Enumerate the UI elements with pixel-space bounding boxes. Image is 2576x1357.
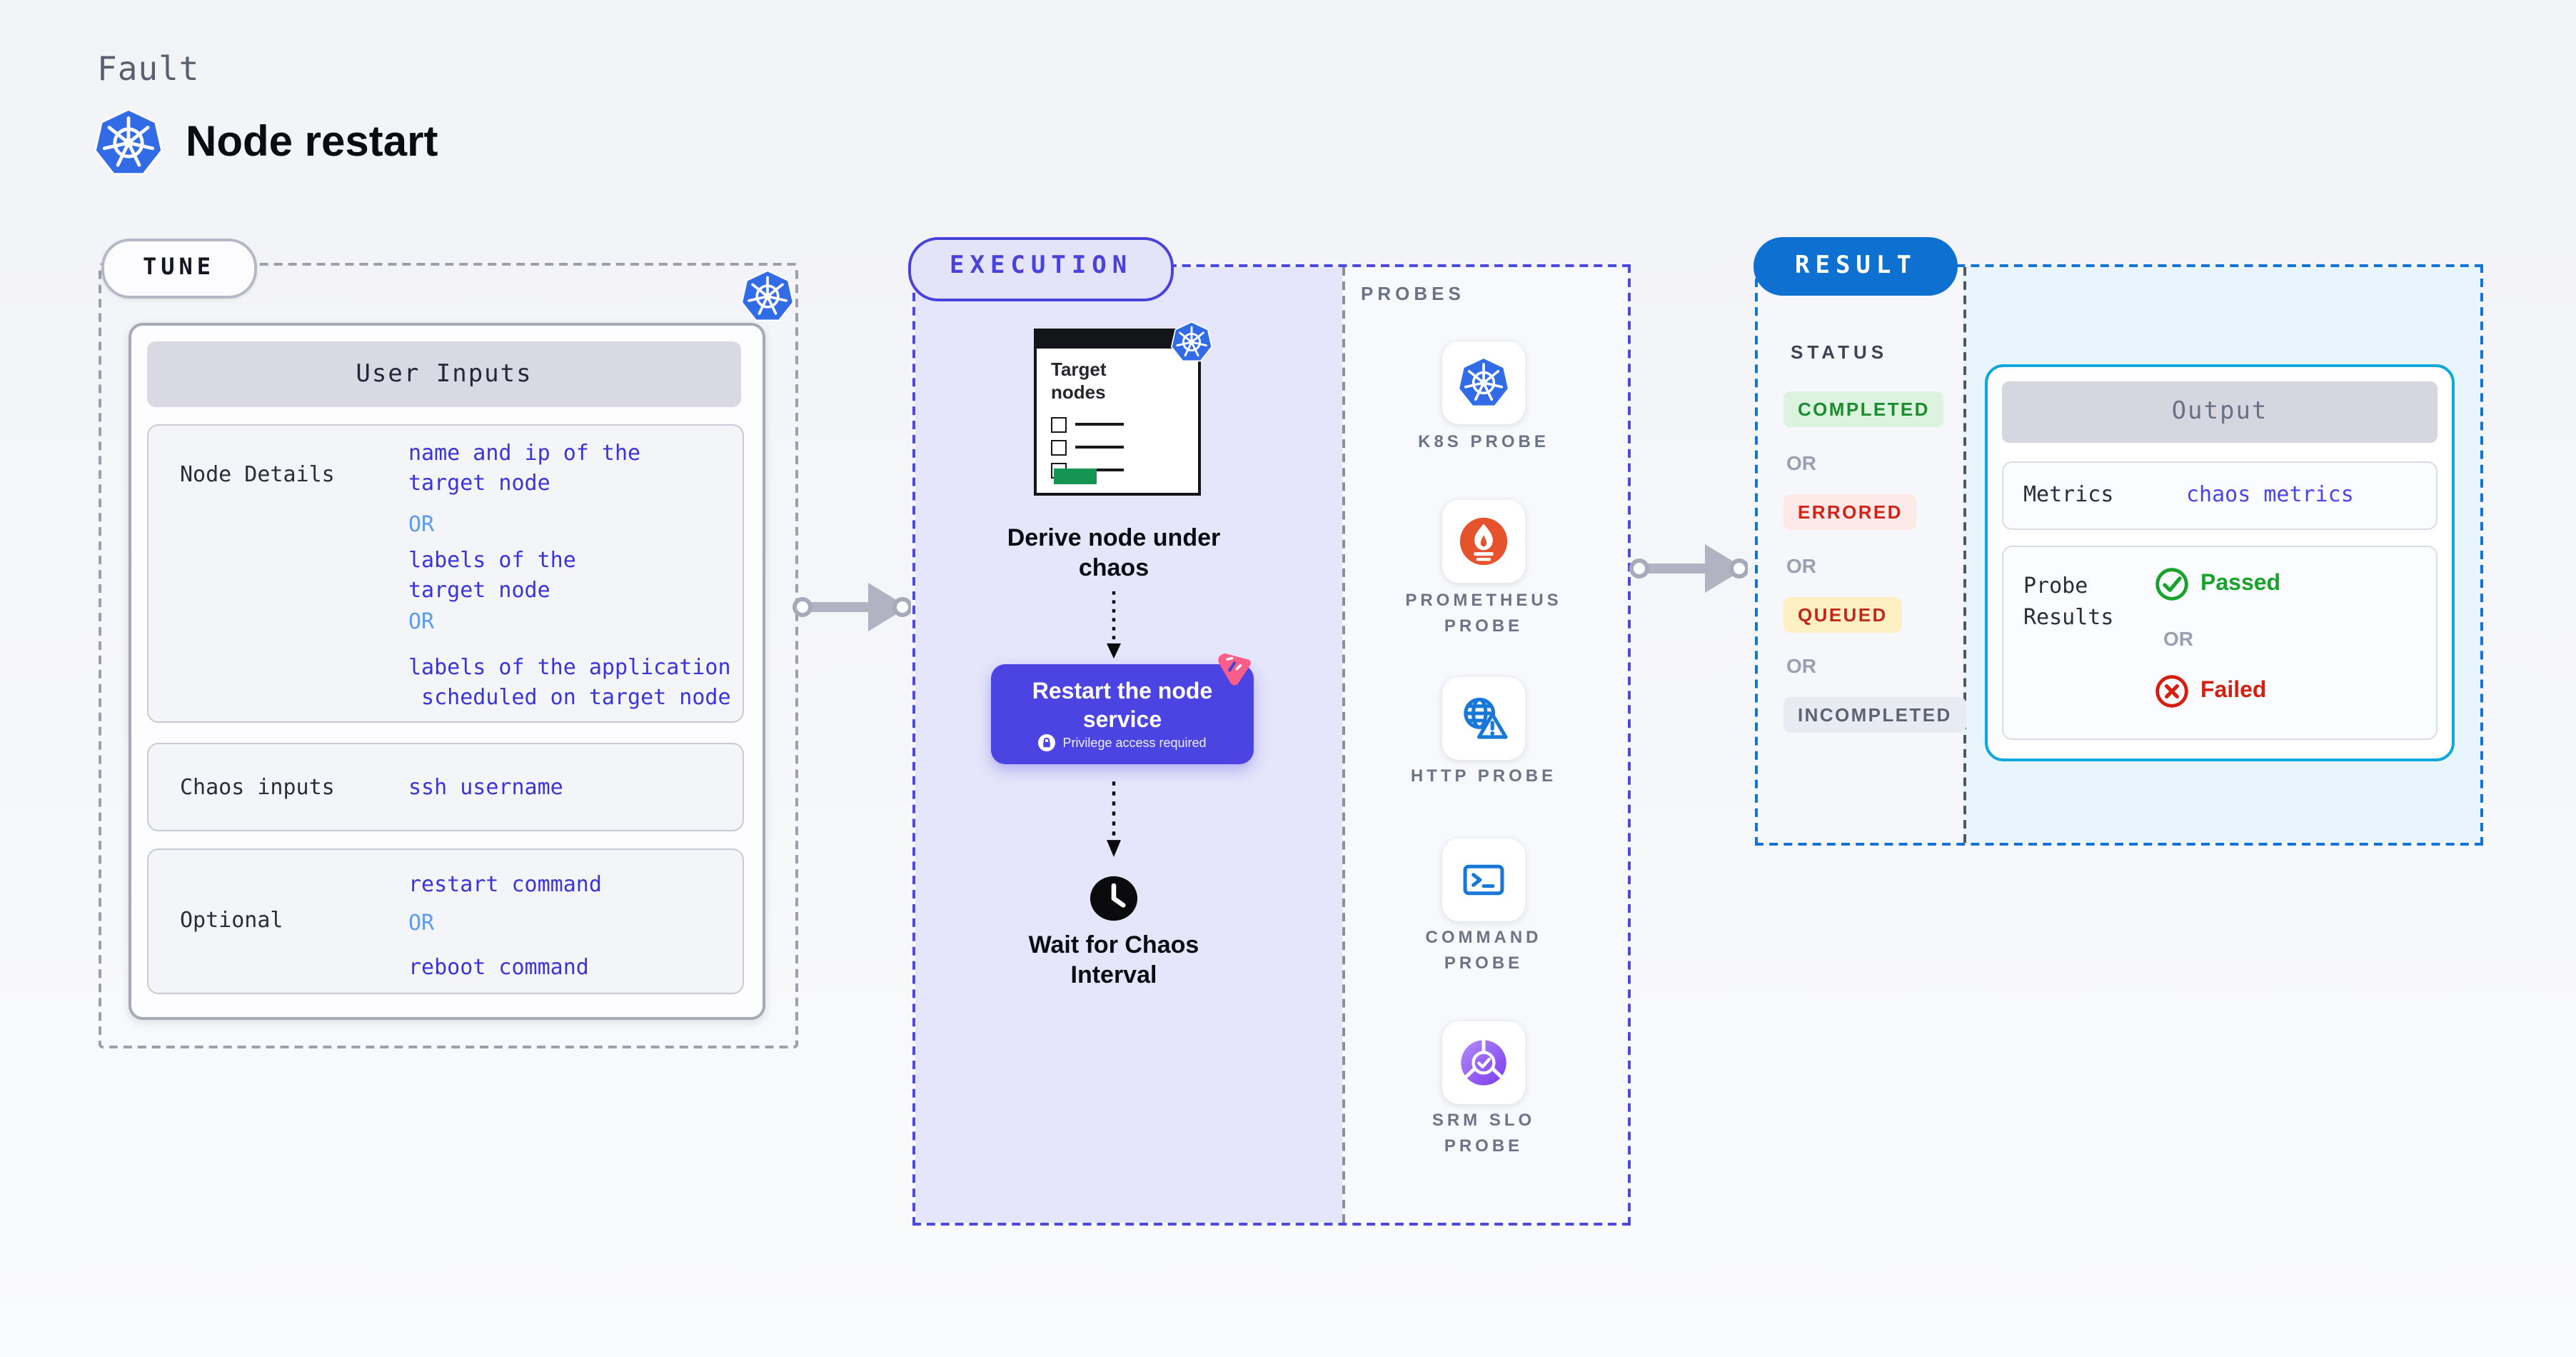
list-line [1075, 469, 1124, 471]
tune-section [99, 263, 798, 1048]
node-details-value: labels of the [408, 547, 576, 573]
or-separator: OR [408, 511, 435, 537]
x-circle-icon [2155, 674, 2189, 708]
metrics-row: Metrics chaos metrics [2002, 461, 2437, 530]
or-separator: OR [1786, 451, 1816, 474]
green-progress-bar [1054, 469, 1097, 484]
status-badge-errored: ERRORED [1783, 494, 1917, 530]
page-title-row: Node restart [94, 109, 438, 177]
chaos-inputs-label: Chaos inputs [180, 774, 335, 800]
kubernetes-icon [1458, 357, 1509, 409]
node-details-value: labels of the application [408, 654, 731, 680]
prometheus-icon [1458, 516, 1509, 567]
status-badge-completed: COMPLETED [1783, 391, 1944, 427]
user-inputs-card: User Inputs Node Details name and ip of … [129, 323, 765, 1020]
lock-icon [1038, 734, 1055, 751]
probe-results-row: Probe Results Passed OR Failed [2002, 546, 2437, 740]
or-separator: OR [408, 609, 435, 634]
chaos-inputs-value: ssh username [408, 774, 563, 800]
checkbox-icon [1051, 417, 1067, 433]
target-nodes-illustration: Target nodes [1034, 329, 1201, 496]
node-details-value: scheduled on target node [408, 684, 731, 710]
status-badge-queued: QUEUED [1783, 597, 1902, 633]
clock-icon [1090, 874, 1138, 923]
optional-value: restart command [408, 871, 602, 897]
node-details-row: Node Details name and ip of the target n… [147, 424, 744, 723]
node-details-value: target node [408, 470, 550, 496]
execution-badge: EXECUTION [908, 237, 1174, 301]
page-title: Node restart [186, 119, 438, 166]
optional-row: Optional restart command OR reboot comma… [147, 848, 744, 994]
node-details-value: target node [408, 577, 550, 603]
probe-card-http [1442, 677, 1525, 760]
or-separator: OR [1786, 554, 1816, 577]
user-inputs-header: User Inputs [147, 341, 741, 407]
list-line [1075, 423, 1124, 426]
chaos-inputs-row: Chaos inputs ssh username [147, 743, 744, 831]
status-badge-incompleted: INCOMPLETED [1783, 697, 1966, 733]
or-separator: OR [408, 910, 435, 936]
metrics-label: Metrics [2023, 481, 2114, 507]
node-details-value: name and ip of the [408, 440, 641, 466]
probe-card-prometheus [1442, 500, 1525, 583]
kubernetes-icon [94, 109, 163, 177]
checkbox-icon [1051, 440, 1067, 456]
litmus-chaos-icon [1215, 649, 1254, 687]
or-separator: OR [1786, 654, 1816, 677]
probe-label-http: HTTP PROBE [1410, 766, 1557, 786]
failed-result: Failed [2155, 674, 2266, 708]
flow-arrow-icon [788, 579, 911, 636]
kubernetes-icon [1171, 321, 1212, 363]
chaos-metrics-link[interactable]: chaos metrics [2186, 481, 2354, 507]
check-circle-icon [2155, 567, 2189, 601]
probe-label-k8s: K8S PROBE [1418, 431, 1549, 451]
status-heading: STATUS [1791, 341, 1888, 363]
privilege-note: Privilege access required [991, 734, 1254, 751]
optional-label: Optional [180, 907, 283, 933]
tune-badge: TUNE [101, 239, 257, 299]
command-probe-icon [1458, 854, 1509, 906]
optional-value: reboot command [408, 954, 589, 980]
probe-card-k8s [1442, 341, 1525, 424]
down-arrow-icon [1105, 589, 1122, 660]
fault-kicker: Fault [97, 51, 200, 89]
result-badge: RESULT [1754, 237, 1958, 296]
illustration-title: Target nodes [1051, 359, 1107, 403]
output-card: Output Metrics chaos metrics Probe Resul… [1985, 364, 2455, 761]
down-arrow-icon [1105, 778, 1122, 858]
passed-result: Passed [2155, 567, 2280, 601]
probe-results-label: Probe Results [2023, 573, 2114, 630]
probe-card-command [1442, 838, 1525, 921]
list-line [1075, 446, 1124, 449]
node-details-label: Node Details [180, 461, 335, 487]
srm-slo-icon [1458, 1037, 1509, 1088]
probes-heading: PROBES [1361, 283, 1465, 304]
flow-arrow-icon [1625, 540, 1748, 597]
or-separator: OR [2163, 627, 2193, 650]
probe-card-srm-slo [1442, 1021, 1525, 1104]
output-header: Output [2002, 381, 2437, 443]
http-probe-icon [1458, 693, 1509, 744]
kubernetes-icon [741, 270, 794, 323]
